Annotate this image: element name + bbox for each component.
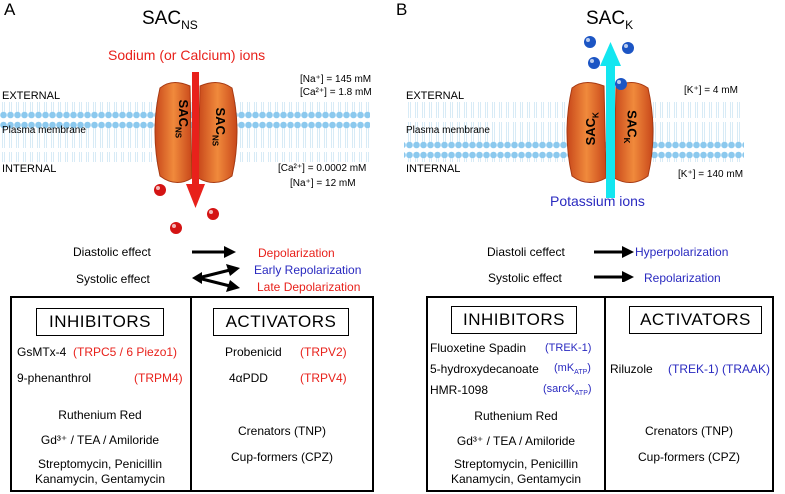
channel-label-left: SACNS xyxy=(173,99,192,139)
inhibitor-name: HMR-1098 xyxy=(430,383,489,397)
table-divider xyxy=(190,296,192,492)
inhibitor-general: Streptomycin, Penicillin xyxy=(37,457,163,471)
conc-ext-1: [Na⁺] = 145 mM xyxy=(300,74,372,85)
activators-header: ACTIVATORS xyxy=(629,306,762,334)
channel-left-half xyxy=(566,82,607,183)
ions-label: Sodium (or Calcium) ions xyxy=(108,47,266,63)
conc-ext-1: [K⁺] = 4 mM xyxy=(684,85,738,96)
inhibitor-general: Gd³⁺ / TEA / Amiloride xyxy=(456,434,576,448)
ion xyxy=(615,78,627,90)
panel-letter: B xyxy=(396,0,408,19)
effect-result: Depolarization xyxy=(258,246,335,260)
inhibitors-header: INHIBITORS xyxy=(451,306,577,334)
panel-title: SACK xyxy=(586,8,634,32)
membrane-diagram xyxy=(0,72,370,234)
channel-left-half xyxy=(154,82,193,183)
modulators-table xyxy=(10,296,374,492)
conc-int-1: [Ca²⁺] = 0.0002 mM xyxy=(278,163,367,174)
panel-b: B SACK xyxy=(392,0,785,494)
label-external: EXTERNAL xyxy=(406,90,465,102)
conc-ext-2: [Ca²⁺] = 1.8 mM xyxy=(300,87,372,98)
inhibitor-general: Kanamycin, Gentamycin xyxy=(450,472,582,486)
channel-right-half xyxy=(613,82,654,183)
inhibitors-header: INHIBITORS xyxy=(36,308,164,336)
inhibitor-general: Ruthenium Red xyxy=(58,408,142,422)
effect-label: Systolic effect xyxy=(76,272,150,286)
activator-name: 4αPDD xyxy=(229,371,268,385)
activator-name: Riluzole xyxy=(610,362,653,376)
activator-target: (TRPV2) xyxy=(300,345,347,359)
label-internal: INTERNAL xyxy=(2,163,57,175)
ion xyxy=(207,208,219,220)
ion xyxy=(170,222,182,234)
effect-result: Early Repolarization xyxy=(254,263,362,277)
inhibitor-name: 5-hydroxydecanoate xyxy=(430,362,539,376)
effect-label: Diastolic effect xyxy=(73,245,151,259)
effect-arrows xyxy=(594,246,634,282)
activator-general: Cup-formers (CPZ) xyxy=(230,450,333,464)
inhibitor-name: GsMTx-4 xyxy=(17,345,67,359)
inhibitor-name: 9-phenanthrol xyxy=(17,371,92,385)
effect-arrows xyxy=(192,246,240,292)
conc-int-1: [K⁺] = 140 mM xyxy=(678,169,744,180)
inhibitor-target: (TREK-1) xyxy=(545,342,592,354)
panel-title: SACNS xyxy=(142,8,198,32)
inhibitor-name: Fluoxetine Spadin xyxy=(430,341,527,355)
ion xyxy=(154,184,166,196)
ion-flow-arrowhead xyxy=(600,42,621,66)
inhibitor-general: Ruthenium Red xyxy=(474,409,558,423)
ion xyxy=(588,57,600,69)
ions-label: Potassium ions xyxy=(550,193,645,209)
ion xyxy=(584,36,596,48)
channel-label-left: SACK xyxy=(582,112,601,146)
inhibitor-target: (mKATP) xyxy=(554,362,591,377)
activator-general: Crenators (TNP) xyxy=(644,424,733,438)
ion-flow-arrowhead xyxy=(186,184,205,208)
table-divider xyxy=(604,296,606,492)
activator-target: (TRPV4) xyxy=(300,371,347,385)
ion xyxy=(622,42,634,54)
activators-header: ACTIVATORS xyxy=(213,308,349,336)
activator-general: Crenators (TNP) xyxy=(237,424,326,438)
modulators-table xyxy=(426,296,774,492)
inhibitor-general: Kanamycin, Gentamycin xyxy=(34,472,166,486)
ion-flow-arrow xyxy=(606,62,615,198)
channel-right-half xyxy=(197,82,238,183)
effect-label: Systolic effect xyxy=(488,271,562,285)
label-membrane: Plasma membrane xyxy=(2,125,86,136)
activator-general: Cup-formers (CPZ) xyxy=(637,450,740,464)
effect-result: Late Depolarization xyxy=(257,280,361,294)
ion-flow-arrow xyxy=(192,72,199,187)
inhibitor-target: (sarcKATP) xyxy=(543,383,592,398)
label-external: EXTERNAL xyxy=(2,90,61,102)
activator-name: Probenicid xyxy=(225,345,282,359)
effect-result: Hyperpolarization xyxy=(635,245,729,259)
channel-label-right: SACNS xyxy=(210,107,229,147)
inhibitor-general: Gd³⁺ / TEA / Amiloride xyxy=(40,433,160,447)
conc-int-2: [Na⁺] = 12 mM xyxy=(290,178,356,189)
label-membrane: Plasma membrane xyxy=(406,125,490,136)
inhibitor-target: (TRPC5 / 6 Piezo1) xyxy=(73,345,178,359)
channel-label-right: SACK xyxy=(621,110,640,144)
inhibitor-target: (TRPM4) xyxy=(134,371,183,385)
inhibitor-general: Streptomycin, Penicillin xyxy=(453,457,579,471)
panel-letter: A xyxy=(4,0,16,19)
panel-a: A SACNS Sodium (or Calcium) ions xyxy=(0,0,392,494)
label-internal: INTERNAL xyxy=(406,163,461,175)
effect-result: Repolarization xyxy=(644,271,721,285)
effect-label: Diastoli ceffect xyxy=(487,245,565,259)
activator-target: (TREK-1) (TRAAK) xyxy=(668,362,770,376)
membrane-diagram xyxy=(404,36,744,198)
